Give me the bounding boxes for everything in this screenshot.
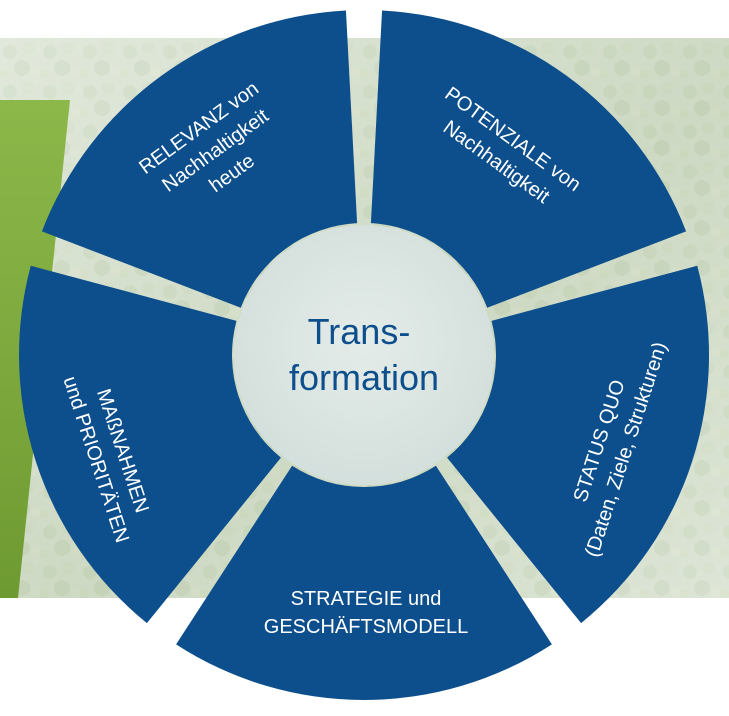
center-label-line-2: formation [289, 357, 439, 398]
segment-massnahmen: MAßNAHMENund PRIORITÄTEN [18, 265, 281, 624]
segment-status-quo: STATUS QUO(Daten, Ziele, Strukturen) [447, 265, 709, 624]
segment-potenziale: POTENZIALE vonNachhaltigkeit [370, 10, 687, 308]
center-label: Trans- formation [289, 311, 439, 398]
background-top-white [0, 0, 729, 38]
segment-label-line-strategie-1: STRATEGIE und [291, 588, 442, 610]
segment-label-line-strategie-2: GESCHÄFTSMODELL [264, 616, 468, 638]
segment-relevanz: RELEVANZ vonNachhaltigkeitheute [41, 10, 358, 308]
center-circle [234, 225, 494, 485]
segment-shape-strategie [176, 465, 552, 701]
segment-shape-relevanz [41, 10, 358, 308]
center-label-line-1: Trans- [308, 311, 411, 352]
segment-shape-status-quo [447, 265, 709, 624]
segment-shape-potenziale [370, 10, 687, 308]
segment-shape-massnahmen [18, 265, 281, 624]
